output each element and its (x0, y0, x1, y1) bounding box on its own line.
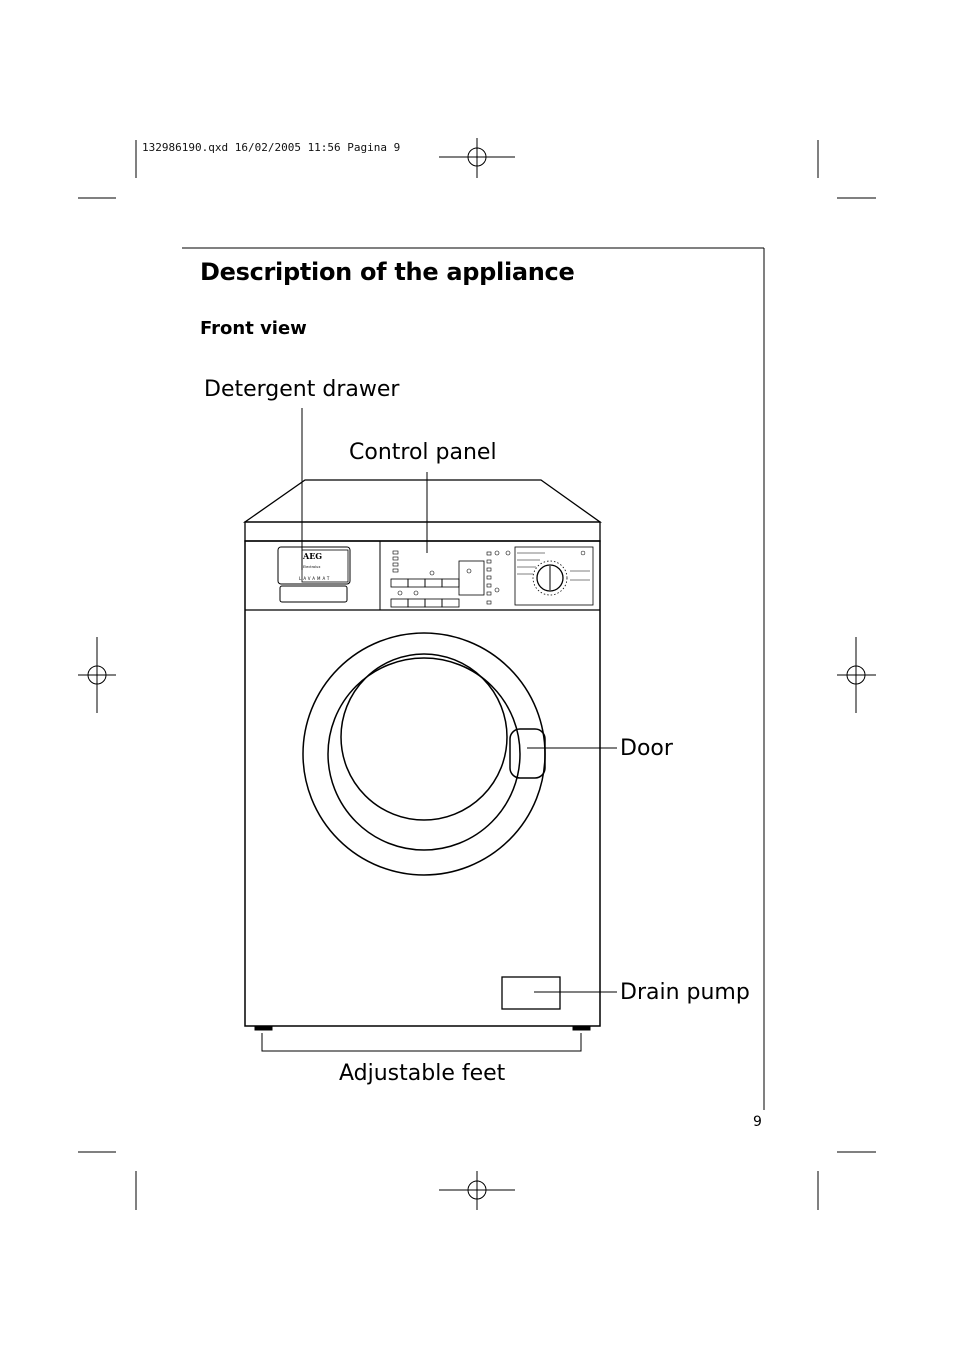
page-frame (182, 247, 765, 1110)
section-heading: Front view (200, 318, 307, 339)
sub-brand-logo: Electrolux (303, 565, 320, 569)
brand-logo: AEG (302, 551, 322, 561)
drain-pump-flap (501, 976, 561, 1010)
crop-marks (78, 140, 876, 1210)
door-handle (509, 728, 546, 779)
leader-lines (261, 408, 617, 1052)
foot-right (572, 1025, 591, 1031)
label-control-panel: Control panel (349, 440, 497, 465)
detergent-drawer (277, 546, 351, 585)
programme-dial (536, 564, 564, 592)
foot-left (254, 1025, 273, 1031)
print-slug: 132986190.qxd 16/02/2005 11:56 Pagina 9 (142, 141, 401, 154)
label-drain-pump: Drain pump (620, 980, 750, 1005)
control-buttons (390, 560, 485, 608)
label-door: Door (620, 736, 673, 761)
registration-marks (78, 138, 876, 1210)
label-adjustable-feet: Adjustable feet (339, 1061, 506, 1086)
model-name: LAVAMAT (299, 576, 331, 581)
label-detergent-drawer: Detergent drawer (204, 377, 400, 402)
door-inner-ring (327, 657, 521, 851)
page-number: 9 (753, 1114, 762, 1130)
panel-indicators (392, 550, 511, 605)
page-title: Description of the appliance (200, 258, 575, 286)
washing-machine: AEG Electrolux LAVAMAT (242, 479, 603, 1031)
door-outer-ring (302, 632, 546, 876)
door-glass (340, 653, 508, 821)
